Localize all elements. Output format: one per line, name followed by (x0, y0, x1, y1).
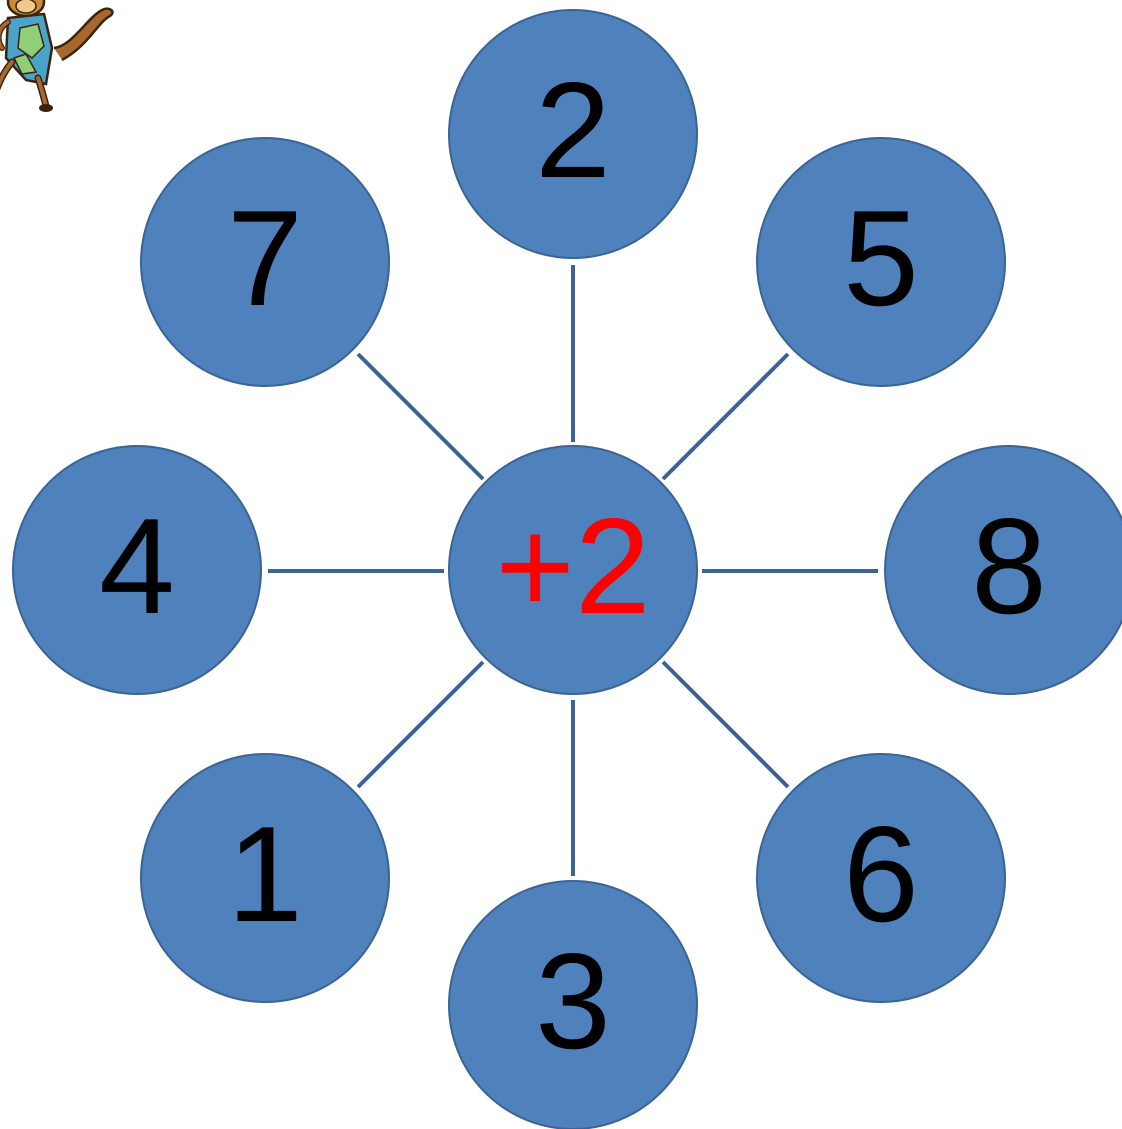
number-top: 2 (535, 54, 611, 206)
number-circle-right: 8 (884, 445, 1122, 695)
connector-bottom-right (661, 660, 790, 789)
number-top-right: 5 (843, 182, 919, 334)
number-circle-top-right: 5 (756, 137, 1006, 387)
number-circle-top-left: 7 (140, 137, 390, 387)
connector-top-left (356, 352, 485, 481)
number-circle-bottom-left: 1 (140, 753, 390, 1003)
number-top-left: 7 (227, 182, 303, 334)
center-operator-circle: +2 (448, 445, 698, 695)
number-bottom-right: 6 (843, 798, 919, 950)
monkey-mascot-icon (0, 0, 114, 112)
number-bottom-left: 1 (227, 798, 303, 950)
number-circle-top: 2 (448, 9, 698, 259)
number-circle-bottom: 3 (448, 880, 698, 1129)
number-left: 4 (99, 490, 175, 642)
connector-bottom-left (356, 660, 485, 789)
center-operator: +2 (495, 490, 651, 642)
number-right: 8 (971, 490, 1047, 642)
number-circle-bottom-right: 6 (756, 753, 1006, 1003)
number-bottom: 3 (535, 925, 611, 1077)
number-circle-left: 4 (12, 445, 262, 695)
connector-top-right (661, 352, 790, 481)
